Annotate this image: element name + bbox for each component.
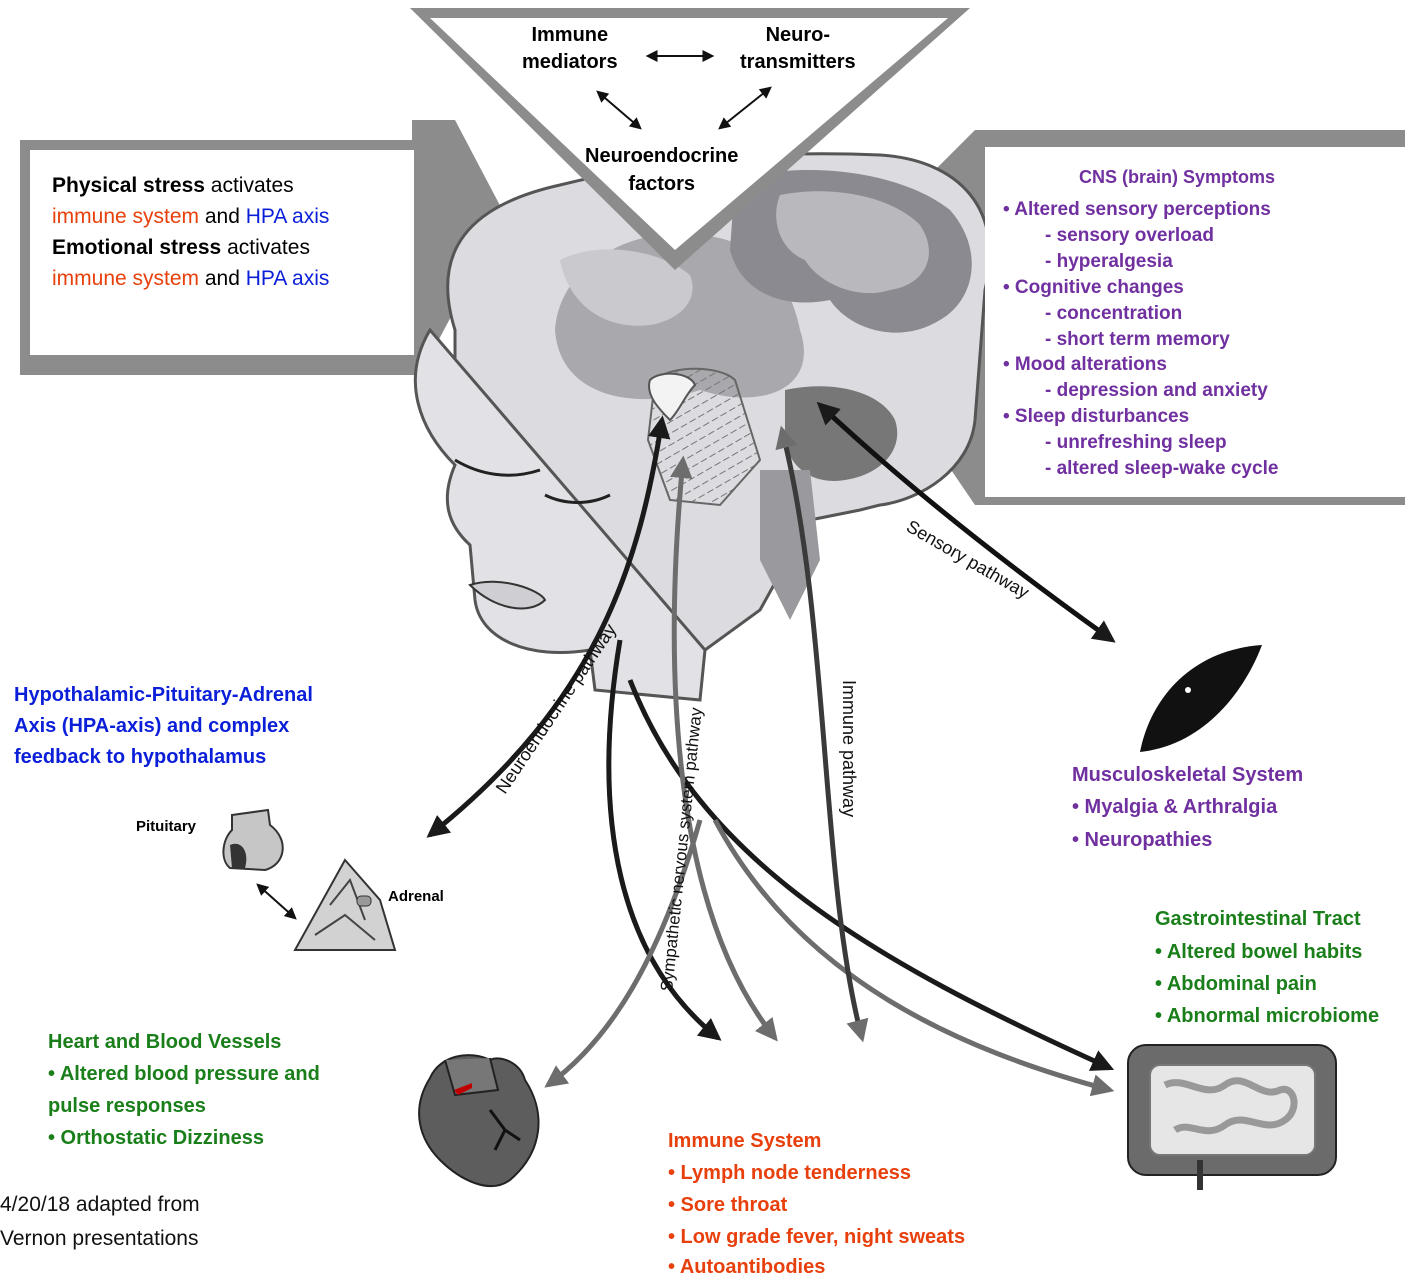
cns-item: • Cognitive changes [1003, 277, 1184, 299]
cns-subitem: - concentration [1045, 303, 1182, 325]
intestine-illustration [1128, 1045, 1336, 1190]
triangle-immune-label: Immune mediators [522, 22, 618, 76]
heart-title: Heart and Blood Vessels [48, 1031, 281, 1054]
adrenal-label: Adrenal [388, 888, 444, 905]
musculoskeletal-item: • Neuropathies [1072, 829, 1212, 852]
emotional-targets-line: immune system and HPA axis [52, 267, 329, 291]
cns-subitem: - hyperalgesia [1045, 251, 1173, 273]
gi-item: • Abnormal microbiome [1155, 1005, 1379, 1028]
cns-subitem: - depression and anxiety [1045, 380, 1268, 402]
gi-item: • Abdominal pain [1155, 973, 1317, 996]
triangle-endocrine-label: Neuroendocrine factors [585, 142, 738, 198]
immune-system-item: • Low grade fever, night sweats [668, 1226, 965, 1249]
physical-targets-line: immune system and HPA axis [52, 205, 329, 229]
heart-item: • Orthostatic Dizziness [48, 1127, 264, 1150]
heart-illustration [419, 1055, 538, 1186]
cns-item: • Altered sensory perceptions [1003, 199, 1271, 221]
gi-item: • Altered bowel habits [1155, 941, 1362, 964]
stress-callout: Physical stress activates immune system … [30, 150, 414, 355]
footer-line-2: Vernon presentations [0, 1227, 198, 1251]
footer-line-1: 4/20/18 adapted from [0, 1193, 200, 1217]
sns-to-gi-gray-arrow [715, 820, 1110, 1090]
immune-system-item: • Autoantibodies [668, 1256, 825, 1279]
heart-item: pulse responses [48, 1095, 206, 1118]
cns-subitem: - sensory overload [1045, 225, 1214, 247]
muscle-illustration [1140, 645, 1262, 752]
gi-title: Gastrointestinal Tract [1155, 908, 1361, 931]
musculoskeletal-title: Musculoskeletal System [1072, 764, 1303, 787]
pituitary-illustration [223, 810, 282, 870]
adrenal-illustration [295, 860, 395, 950]
immune-system-title: Immune System [668, 1130, 821, 1153]
hpa-description: Hypothalamic-Pituitary-Adrenal Axis (HPA… [14, 680, 313, 773]
cns-item: • Sleep disturbances [1003, 406, 1189, 428]
physical-stress-line: Physical stress activates [52, 174, 294, 198]
triangle-neuro-label: Neuro- transmitters [740, 22, 856, 76]
cns-subitem: - short term memory [1045, 329, 1230, 351]
emotional-stress-line: Emotional stress activates [52, 236, 310, 260]
cns-subitem: - unrefreshing sleep [1045, 432, 1227, 454]
cns-subitem: - altered sleep-wake cycle [1045, 458, 1278, 480]
immune-system-item: • Sore throat [668, 1194, 787, 1217]
pituitary-label: Pituitary [136, 818, 196, 835]
pituitary-adrenal-arrow [258, 885, 295, 918]
immune-system-item: • Lymph node tenderness [668, 1162, 911, 1185]
cns-title: CNS (brain) Symptoms [1079, 167, 1275, 188]
cns-item: • Mood alterations [1003, 354, 1167, 376]
cns-symptoms-box: CNS (brain) Symptoms • Altered sensory p… [985, 147, 1405, 497]
musculoskeletal-item: • Myalgia & Arthralgia [1072, 796, 1277, 819]
immune-pathway-label: Immune pathway [839, 680, 859, 817]
heart-item: • Altered blood pressure and [48, 1063, 320, 1086]
